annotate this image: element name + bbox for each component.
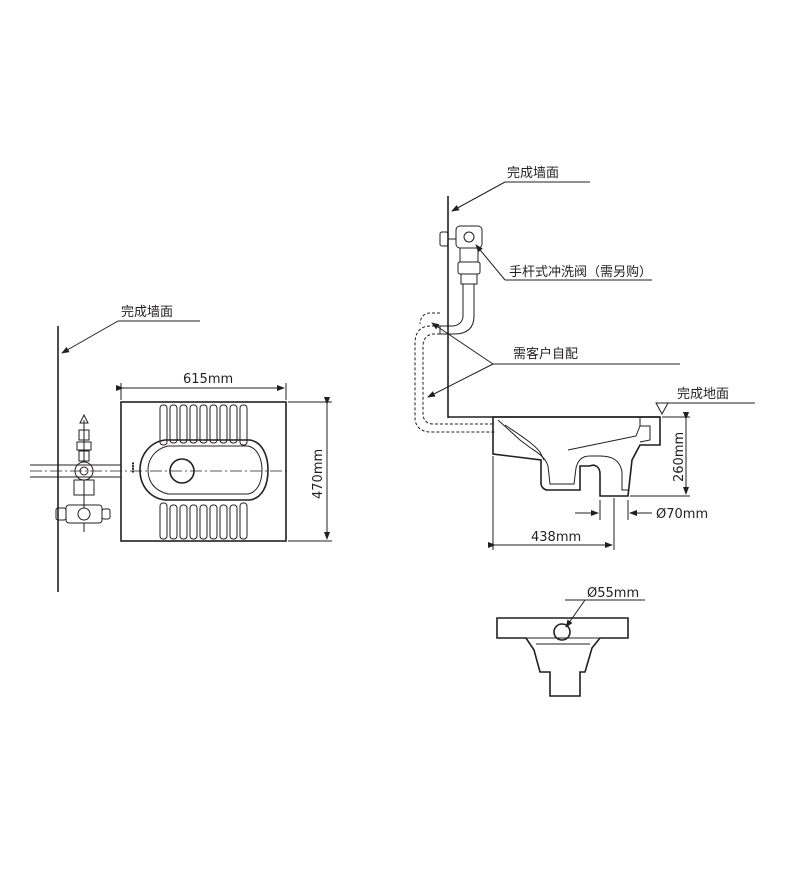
pan-section-rim <box>567 425 651 451</box>
dim-55-label: Ø55mm <box>587 586 639 601</box>
flush-pipe-outer <box>440 284 475 335</box>
plan-view: 完成墙面 ▪▪ <box>30 305 332 592</box>
stop-valve-plan <box>55 504 111 532</box>
pan-section-inner2 <box>504 424 545 461</box>
customer-pipe-dashed-inner <box>422 333 495 425</box>
flush-valve-side <box>439 225 483 285</box>
customer-leader-diag-1 <box>431 322 494 365</box>
pan-section-inner <box>497 419 628 491</box>
lower-ribs <box>159 502 248 540</box>
pan-bowl <box>139 439 269 501</box>
pan-bowl-inner <box>147 445 263 495</box>
upper-ribs <box>159 404 248 446</box>
finished-floor-label: 完成地面 <box>677 387 729 402</box>
dim-438-label: 438mm <box>531 530 581 545</box>
squat-pan-outline <box>120 401 287 542</box>
brand-mark: ▪▪▪▪ <box>130 462 135 473</box>
customer-leader-diag-2 <box>427 363 494 398</box>
dim-615-label: 615mm <box>183 372 233 387</box>
dim-260-label: 260mm <box>672 432 687 482</box>
customer-supplied-label: 需客户自配 <box>513 346 578 362</box>
plan-wall-label: 完成墙面 <box>121 305 173 320</box>
side-wall-leader-diag <box>451 181 506 212</box>
customer-pipe-dashed <box>414 325 495 433</box>
front-view: Ø55mm <box>496 586 645 697</box>
pan-section-outer <box>492 416 661 497</box>
inlet-coupling-inner <box>79 466 89 476</box>
dim-470-label: 470mm <box>311 449 326 499</box>
front-pan-outline <box>496 617 629 697</box>
dim-55-leader-diag <box>565 599 586 628</box>
dim-70-label: Ø70mm <box>656 507 708 522</box>
side-wall-label: 完成墙面 <box>507 166 559 181</box>
valve-leader-diag <box>475 244 506 281</box>
valve-plan <box>73 413 95 508</box>
plan-wall-leader-diag <box>61 320 119 354</box>
flush-pipe <box>440 284 464 327</box>
floor-triangle <box>655 402 669 416</box>
customer-pipe-dashed-top <box>419 312 440 325</box>
flush-valve-label: 手杆式冲洗阀（需另购） <box>509 264 652 280</box>
front-inlet-hole <box>553 623 571 641</box>
side-view: 完成墙面 手杆式冲洗阀（需另购） 需客户自配 完 <box>414 166 755 550</box>
